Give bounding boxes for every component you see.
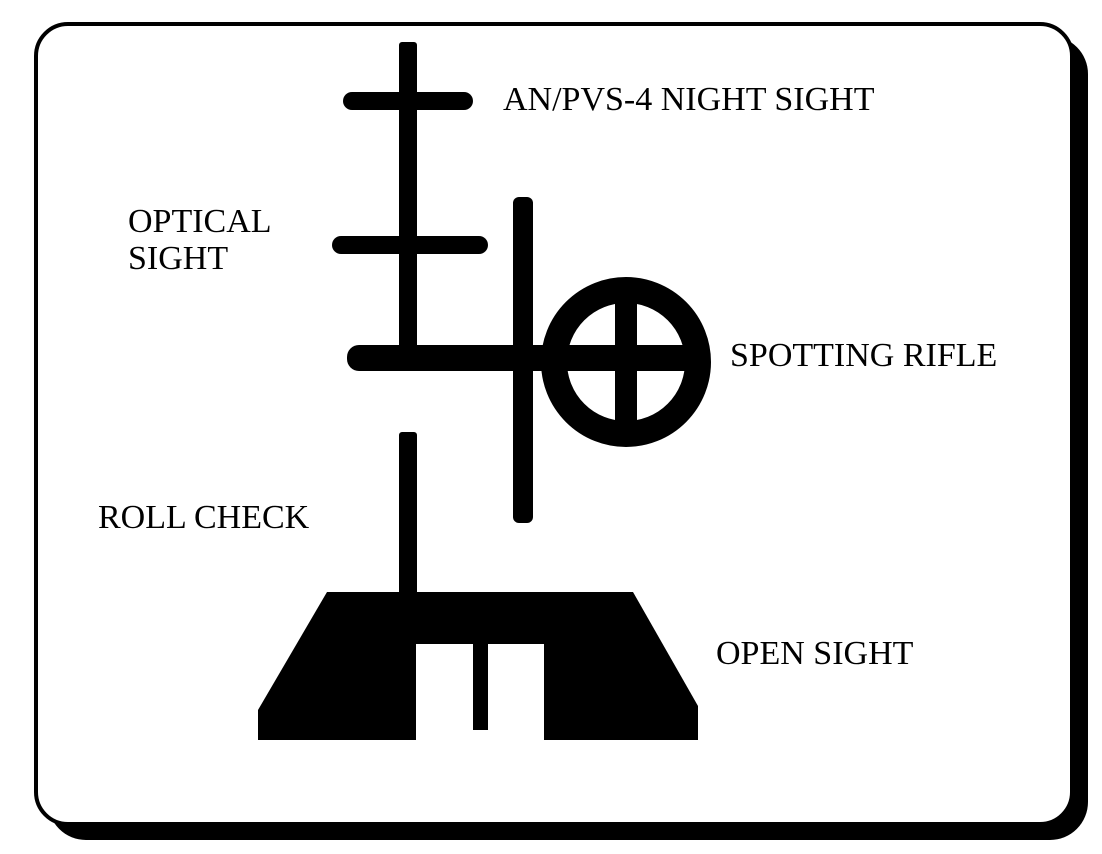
notch-center-dash [473,664,488,680]
notch-center-dash [473,644,488,658]
spotting-rifle-ring [541,277,711,447]
optical-sight-label-line1: OPTICAL [128,203,272,240]
spotting-rifle-label: SPOTTING RIFLE [730,337,998,374]
optical-sight-bar [332,236,488,254]
notch-center-dash [473,686,488,700]
open-sight-notch-base [416,730,544,740]
notch-center-dash [473,706,488,722]
night-sight-bar [343,92,473,110]
open-sight-notch-right [488,644,544,730]
main-vertical-post [399,42,417,370]
open-sight-label: OPEN SIGHT [716,635,914,672]
optical-sight-label-line2: SIGHT [128,240,229,277]
open-sight-gap [512,730,515,742]
roll-check-post [399,432,417,597]
open-sight-notch-left [416,644,473,730]
night-sight-label: AN/PVS-4 NIGHT SIGHT [503,81,875,118]
roll-check-label: ROLL CHECK [98,499,310,536]
open-sight-gap [442,730,445,742]
circle-cross-vertical [615,280,637,443]
spotting-rifle-vertical-bar [513,197,533,523]
